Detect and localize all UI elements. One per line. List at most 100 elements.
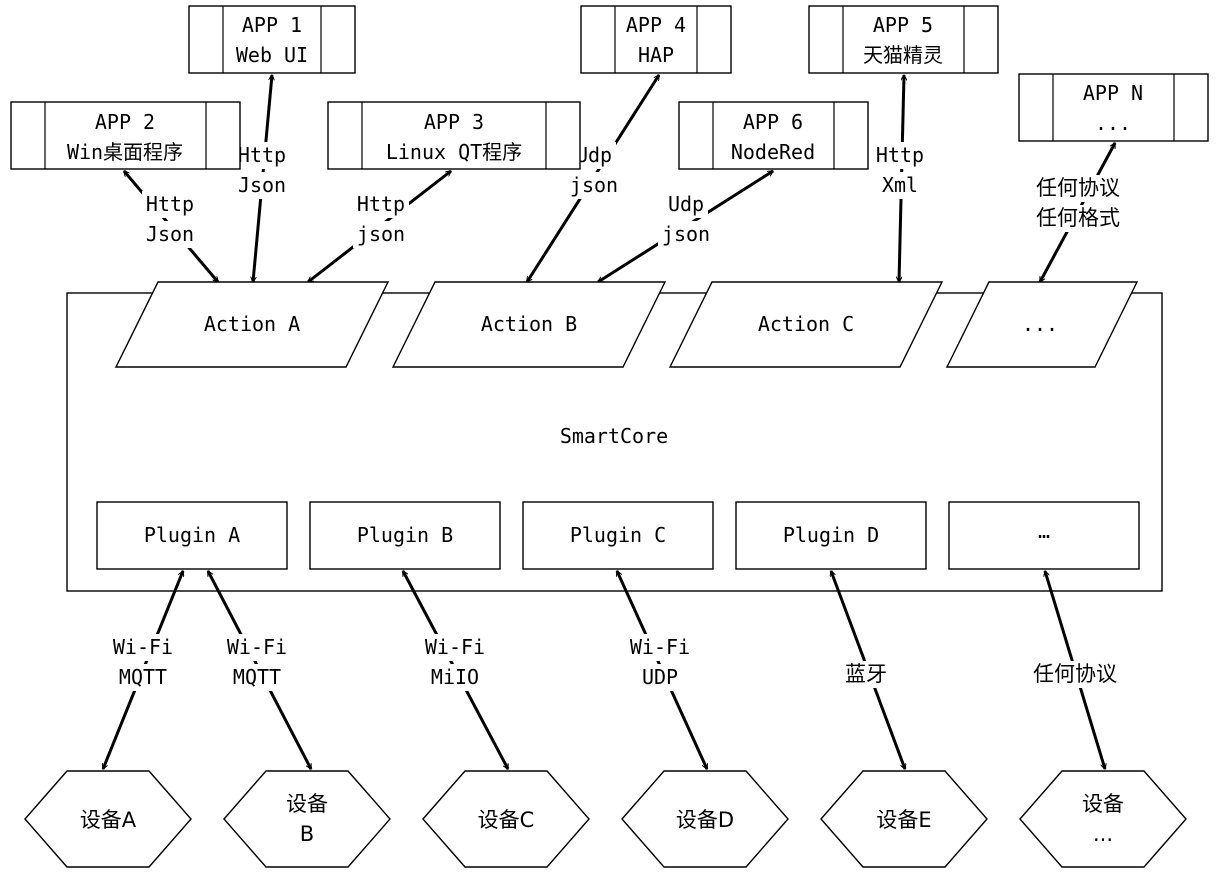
device-label: 设备E — [876, 808, 931, 832]
connector-label: Http — [238, 143, 286, 167]
app-box-app5: APP 5 天猫精灵 — [808, 5, 999, 74]
plugin-b: Plugin B — [309, 501, 501, 570]
connector-label: json — [357, 222, 405, 246]
action-b: Action B — [391, 281, 667, 368]
label-background — [872, 142, 928, 169]
app-title: APP 5 — [873, 13, 933, 37]
action-label: Action C — [758, 312, 854, 336]
device-label-line2: B — [300, 822, 314, 846]
label-background — [566, 172, 622, 199]
action-label: Action A — [204, 312, 300, 336]
app-box-app4: APP 4 HAP — [580, 5, 732, 74]
app-box-app1: APP 1 Web UI — [188, 5, 356, 74]
label-background — [1031, 175, 1125, 202]
device-more: 设备 ... — [1019, 770, 1187, 868]
action-a: Action A — [114, 281, 390, 368]
connector-label: Json — [238, 173, 286, 197]
connector-label: 任何协议 — [1036, 176, 1120, 200]
app-title: APP 3 — [424, 110, 484, 134]
label-background — [638, 664, 682, 691]
label-background — [1031, 205, 1125, 232]
connector-label: Xml — [882, 173, 918, 197]
connector-label: Wi-Fi — [425, 635, 485, 659]
label-background — [142, 191, 198, 218]
connector-label: MQTT — [119, 665, 167, 689]
plugin-more: … — [948, 501, 1140, 570]
action-c: Action C — [668, 281, 944, 368]
label-background — [353, 221, 409, 248]
device-d: 设备D — [621, 770, 789, 868]
app-subtitle: NodeRed — [731, 140, 815, 164]
app-subtitle: HAP — [638, 43, 674, 67]
device-label-line2: ... — [1093, 822, 1113, 846]
action-label: Action B — [481, 312, 577, 336]
app-box-app2: APP 2 Win桌面程序 — [10, 101, 241, 170]
connector-label: 任何协议 — [1033, 662, 1117, 686]
connector-label: Wi-Fi — [630, 635, 690, 659]
connector-label: Udp — [668, 192, 704, 216]
app-box-app3: APP 3 Linux QT程序 — [327, 101, 581, 170]
app-subtitle: Web UI — [236, 43, 308, 67]
app-subtitle: Win桌面程序 — [67, 140, 183, 164]
plugin-label: Plugin C — [570, 523, 666, 547]
app-title: APP 4 — [626, 13, 686, 37]
connector-label: Json — [146, 222, 194, 246]
device-a: 设备A — [24, 770, 192, 868]
label-background — [115, 664, 171, 691]
app-box-app6: APP 6 NodeRed — [678, 101, 869, 170]
connector-label: MQTT — [233, 665, 281, 689]
device-b: 设备 B — [223, 770, 391, 868]
plugin-c: Plugin C — [522, 501, 714, 570]
label-background — [142, 221, 198, 248]
label-background — [878, 172, 922, 199]
app-subtitle: ... — [1095, 111, 1131, 135]
label-background — [841, 661, 891, 688]
label-background — [664, 191, 708, 218]
connector-label: json — [662, 222, 710, 246]
label-background — [234, 142, 290, 169]
label-background — [229, 664, 285, 691]
connector-label: Wi-Fi — [113, 635, 173, 659]
app-subtitle: Linux QT程序 — [386, 140, 522, 164]
app-subtitle: 天猫精灵 — [863, 43, 943, 67]
plugin-d: Plugin D — [735, 501, 927, 570]
connector-label: Wi-Fi — [227, 635, 287, 659]
device-e: 设备E — [820, 770, 988, 868]
label-background — [109, 634, 177, 661]
device-label: 设备 — [286, 792, 328, 816]
label-background — [234, 172, 290, 199]
app-title: APP 2 — [95, 110, 155, 134]
app-title: APP 6 — [743, 110, 803, 134]
label-background — [626, 634, 694, 661]
plugin-a: Plugin A — [96, 501, 288, 570]
label-background — [1028, 661, 1122, 688]
connector-label: 蓝牙 — [845, 662, 887, 686]
device-label: 设备C — [478, 808, 535, 832]
plugin-label: Plugin A — [144, 523, 240, 547]
plugin-label: … — [1038, 519, 1050, 543]
device-label: 设备D — [676, 808, 734, 832]
device-label: 设备 — [1082, 792, 1124, 816]
connector-label: Udp — [576, 143, 612, 167]
app-box-appN: APP N ... — [1018, 73, 1209, 142]
app-title: APP N — [1083, 81, 1143, 105]
connector-label: UDP — [642, 665, 678, 689]
smartcore-label: SmartCore — [560, 424, 668, 448]
device-label: 设备A — [80, 808, 137, 832]
connection-labels: HttpJsonHttpJsonHttpjsonUdpjsonUdpjsonHt… — [109, 142, 1125, 691]
plugin-label: Plugin B — [357, 523, 453, 547]
connector-label: Http — [357, 192, 405, 216]
label-background — [427, 664, 483, 691]
label-background — [421, 634, 489, 661]
plugin-label: Plugin D — [783, 523, 879, 547]
label-background — [658, 221, 714, 248]
connector-label: 任何格式 — [1036, 206, 1120, 230]
action-label: ... — [1022, 312, 1058, 336]
device-c: 设备C — [422, 770, 590, 868]
label-background — [353, 191, 409, 218]
label-background — [223, 634, 291, 661]
action-more: ... — [945, 281, 1139, 368]
connector-label: MiIO — [431, 665, 479, 689]
connector-label: json — [570, 173, 618, 197]
